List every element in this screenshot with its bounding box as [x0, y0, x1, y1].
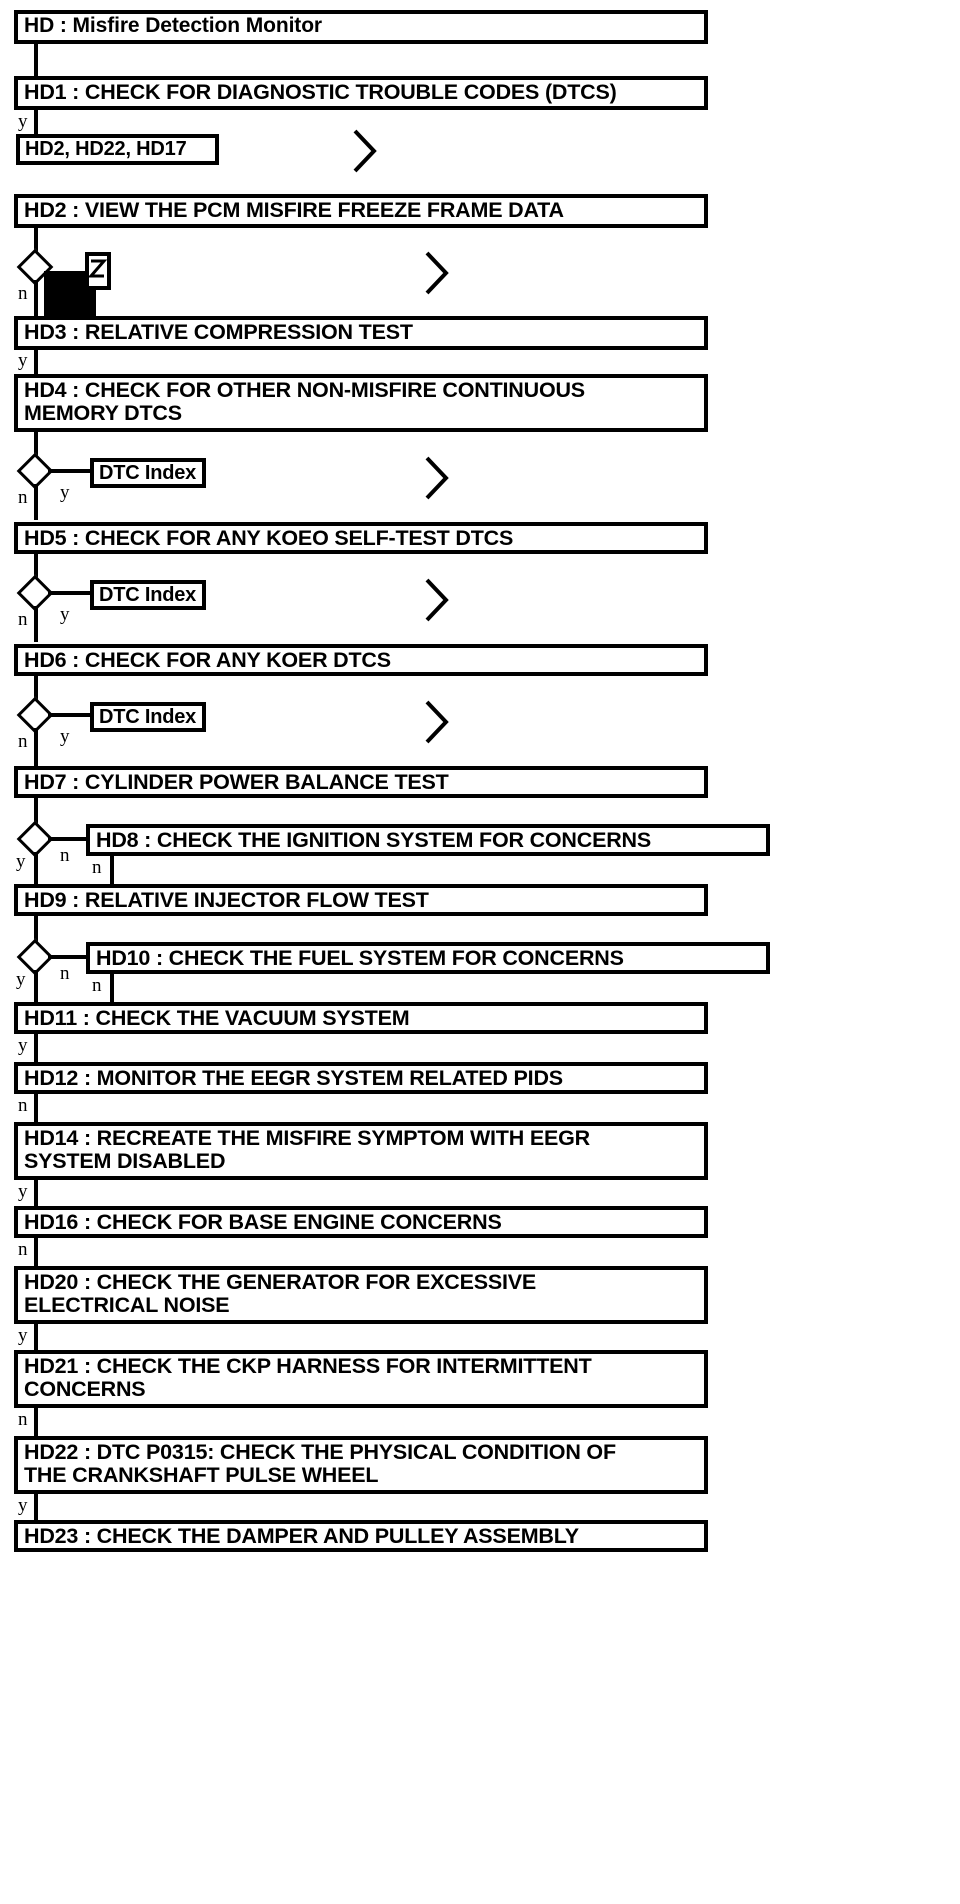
- node-hd21[interactable]: HD21 : CHECK THE CKP HARNESS FOR INTERMI…: [14, 1350, 708, 1408]
- node-hd5[interactable]: HD5 : CHECK FOR ANY KOEO SELF-TEST DTCS: [14, 522, 708, 554]
- connector-hd21-to-hd22: [34, 1408, 38, 1436]
- branch-label-hd9-n: n: [60, 963, 70, 984]
- node-ref-hd2-hd22-hd17[interactable]: HD2, HD22, HD17: [16, 134, 219, 165]
- node-hd8[interactable]: HD8 : CHECK THE IGNITION SYSTEM FOR CONC…: [86, 824, 770, 856]
- connector-hd5-to-decision: [34, 554, 38, 580]
- node-ref-redacted[interactable]: [85, 252, 111, 290]
- connector-hd4-n-down: [34, 484, 38, 520]
- connector-hd9-y-down: [34, 970, 38, 1002]
- goto-chevron-icon-2: [424, 250, 450, 296]
- node-hd16[interactable]: HD16 : CHECK FOR BASE ENGINE CONCERNS: [14, 1206, 708, 1238]
- redacted-glyph-icon: [88, 259, 108, 278]
- node-hd11[interactable]: HD11 : CHECK THE VACUUM SYSTEM: [14, 1002, 708, 1034]
- connector-hd4-y-right: [48, 469, 90, 473]
- connector-hd10-n-down: [110, 974, 114, 1002]
- branch-label-hd3-y: y: [18, 350, 28, 371]
- node-hd14[interactable]: HD14 : RECREATE THE MISFIRE SYMPTOM WITH…: [14, 1122, 708, 1180]
- branch-label-hd10-n: n: [92, 975, 102, 996]
- branch-label-hd9-y: y: [16, 969, 26, 990]
- goto-chevron-icon-3: [424, 455, 450, 501]
- node-hd12[interactable]: HD12 : MONITOR THE EEGR SYSTEM RELATED P…: [14, 1062, 708, 1094]
- node-hd20[interactable]: HD20 : CHECK THE GENERATOR FOR EXCESSIVE…: [14, 1266, 708, 1324]
- node-hd9[interactable]: HD9 : RELATIVE INJECTOR FLOW TEST: [14, 884, 708, 916]
- node-hd-title[interactable]: HD : Misfire Detection Monitor: [14, 10, 708, 44]
- branch-label-hd1-y: y: [18, 111, 28, 132]
- connector-hd12-to-hd14: [34, 1094, 38, 1122]
- connector-hd2-n-down: [34, 280, 38, 316]
- node-hd1[interactable]: HD1 : CHECK FOR DIAGNOSTIC TROUBLE CODES…: [14, 76, 708, 110]
- branch-label-hd7-n: n: [60, 845, 70, 866]
- branch-label-hd20-y: y: [18, 1325, 28, 1346]
- node-hd3[interactable]: HD3 : RELATIVE COMPRESSION TEST: [14, 316, 708, 350]
- goto-chevron-icon-1: [352, 128, 378, 174]
- connector-hd-to-hd1: [34, 44, 38, 76]
- branch-label-hd4-y: y: [60, 482, 70, 503]
- branch-label-hd11-y: y: [18, 1035, 28, 1056]
- goto-chevron-icon-5: [424, 699, 450, 745]
- node-ref-dtc-index-2[interactable]: DTC Index: [90, 580, 206, 610]
- node-hd2[interactable]: HD2 : VIEW THE PCM MISFIRE FREEZE FRAME …: [14, 194, 708, 228]
- connector-hd6-y-right: [48, 713, 90, 717]
- connector-hd5-y-right: [48, 591, 90, 595]
- connector-hd4-to-decision: [34, 432, 38, 458]
- branch-label-hd8-n: n: [92, 857, 102, 878]
- connector-hd8-n-down: [110, 856, 114, 884]
- connector-hd9-to-decision: [34, 916, 38, 944]
- branch-label-hd14-y: y: [18, 1181, 28, 1202]
- connector-hd14-to-hd16: [34, 1180, 38, 1206]
- node-hd22[interactable]: HD22 : DTC P0315: CHECK THE PHYSICAL CON…: [14, 1436, 708, 1494]
- connector-hd3-to-hd4: [34, 350, 38, 374]
- branch-label-hd6-y: y: [60, 726, 70, 747]
- connector-hd7-n-right: [48, 837, 88, 841]
- node-hd10[interactable]: HD10 : CHECK THE FUEL SYSTEM FOR CONCERN…: [86, 942, 770, 974]
- node-hd4[interactable]: HD4 : CHECK FOR OTHER NON-MISFIRE CONTIN…: [14, 374, 708, 432]
- branch-label-hd2-n: n: [18, 283, 28, 304]
- node-hd23[interactable]: HD23 : CHECK THE DAMPER AND PULLEY ASSEM…: [14, 1520, 708, 1552]
- node-hd7[interactable]: HD7 : CYLINDER POWER BALANCE TEST: [14, 766, 708, 798]
- branch-label-hd4-n: n: [18, 487, 28, 508]
- connector-hd2-to-decision: [34, 228, 38, 254]
- connector-hd7-y-down: [34, 852, 38, 884]
- connector-hd22-to-hd23: [34, 1494, 38, 1520]
- branch-label-hd12-n: n: [18, 1095, 28, 1116]
- node-hd6[interactable]: HD6 : CHECK FOR ANY KOER DTCS: [14, 644, 708, 676]
- branch-label-hd21-n: n: [18, 1409, 28, 1430]
- branch-label-hd16-n: n: [18, 1239, 28, 1260]
- node-ref-dtc-index-3[interactable]: DTC Index: [90, 702, 206, 732]
- connector-hd6-n-down: [34, 728, 38, 766]
- node-ref-dtc-index-1[interactable]: DTC Index: [90, 458, 206, 488]
- connector-hd6-to-decision: [34, 676, 38, 702]
- connector-hd11-to-hd12: [34, 1034, 38, 1062]
- branch-label-hd5-y: y: [60, 604, 70, 625]
- connector-hd7-to-decision: [34, 798, 38, 826]
- connector-hd16-to-hd20: [34, 1238, 38, 1266]
- connector-hd9-n-right: [48, 955, 88, 959]
- branch-label-hd22-y: y: [18, 1495, 28, 1516]
- branch-label-hd5-n: n: [18, 609, 28, 630]
- connector-hd1-to-ref1: [34, 110, 38, 138]
- connector-hd20-to-hd21: [34, 1324, 38, 1350]
- goto-chevron-icon-4: [424, 577, 450, 623]
- branch-label-hd7-y: y: [16, 851, 26, 872]
- connector-hd5-n-down: [34, 606, 38, 642]
- branch-label-hd6-n: n: [18, 731, 28, 752]
